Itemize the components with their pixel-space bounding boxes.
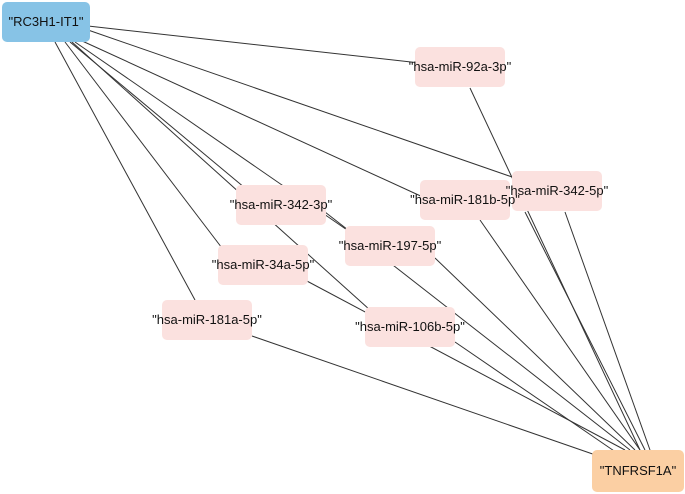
node-hsa-mir-92a-3p[interactable] [415, 47, 505, 87]
node-hsa-mir-342-5p[interactable] [512, 171, 602, 211]
edge-m197-target [434, 257, 636, 451]
edge-m342_5b-target [524, 211, 646, 451]
edge-source-m34a [64, 41, 226, 253]
node-hsa-mir-92a-3p-label: "hsa-miR-92a-3p" [408, 59, 512, 74]
edge-m106b-target [454, 341, 621, 456]
edge-source-m92a [87, 25, 421, 64]
node-tnfrsf1a[interactable] [592, 450, 684, 492]
edge-m181a-target [251, 335, 611, 461]
edge-m181b-target [479, 219, 641, 451]
edge-source-m181a [54, 41, 196, 301]
node-rc3h1-it1[interactable] [2, 2, 90, 42]
node-hsa-mir-197-5p-label: "hsa-miR-197-5p" [338, 238, 442, 253]
edge-m342_5-target [564, 211, 651, 451]
edge-m92a-target [469, 87, 641, 451]
node-hsa-mir-197-5p[interactable] [345, 226, 435, 266]
node-hsa-mir-342-3p[interactable] [236, 185, 326, 225]
node-hsa-mir-342-5p-label: "hsa-miR-342-5p" [505, 183, 609, 198]
node-tnfrsf1a-label: "TNFRSF1A" [599, 463, 677, 478]
node-rc3h1-it1-label: "RC3H1-IT1" [8, 14, 84, 29]
node-hsa-mir-342-3p-label: "hsa-miR-342-3p" [229, 197, 333, 212]
edge-source-m106b [71, 41, 371, 311]
edge-source-m181b [79, 39, 426, 199]
node-hsa-mir-181b-5p[interactable] [420, 180, 510, 220]
node-hsa-mir-34a-5p-label: "hsa-miR-34a-5p" [211, 257, 315, 272]
node-hsa-mir-106b-5p[interactable] [365, 307, 455, 347]
edge-source-m342_5 [87, 29, 516, 179]
edge-m34a-target [304, 279, 626, 451]
node-hsa-mir-181b-5p-label: "hsa-miR-181b-5p" [410, 192, 520, 207]
node-hsa-mir-34a-5p[interactable] [218, 245, 308, 285]
node-hsa-mir-181a-5p-label: "hsa-miR-181a-5p" [152, 312, 262, 327]
node-hsa-mir-181a-5p[interactable] [162, 300, 252, 340]
node-hsa-mir-106b-5p-label: "hsa-miR-106b-5p" [355, 319, 465, 334]
